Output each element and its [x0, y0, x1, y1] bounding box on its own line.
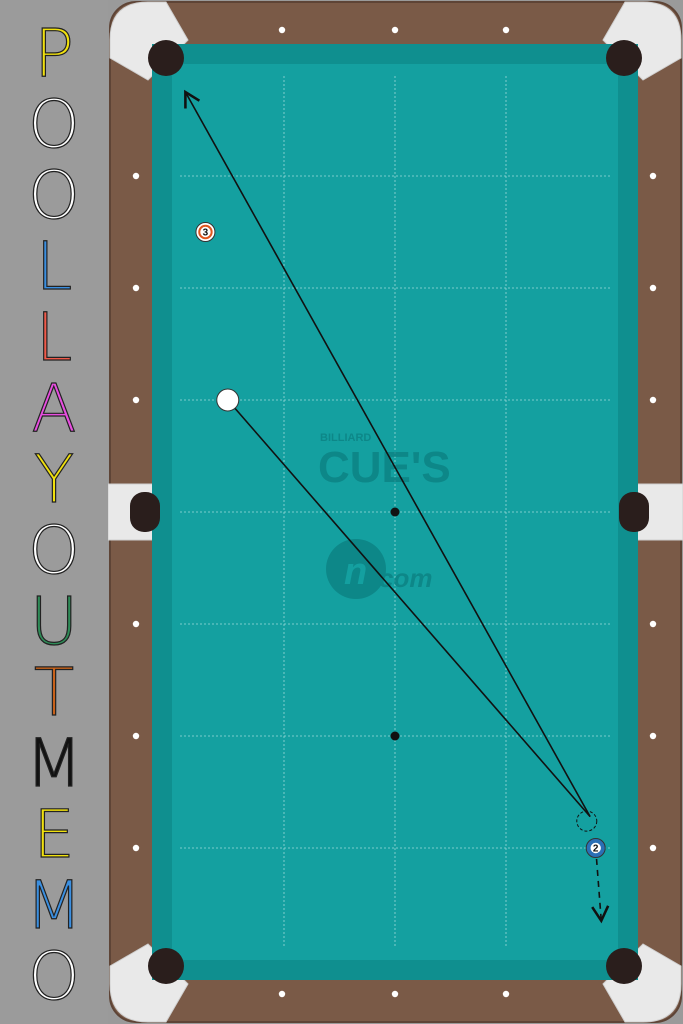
- pocket-top-right: [606, 40, 642, 76]
- table-canvas[interactable]: BILLIARD CUE'S n com 32: [108, 0, 683, 1024]
- object-ball-path: [591, 847, 610, 924]
- ghost-ball: [576, 810, 598, 832]
- watermark-small-text: BILLIARD: [320, 432, 371, 444]
- cue-ball[interactable]: [216, 388, 240, 412]
- title-letter: O: [27, 938, 80, 1015]
- ball-2-number-disc: [590, 842, 601, 854]
- title-letter: U: [29, 583, 79, 660]
- cue-path: [227, 399, 591, 818]
- pocket-side-left: [130, 492, 160, 532]
- title-letter: O: [27, 512, 80, 589]
- title-letter: M: [25, 725, 83, 802]
- watermark-brand-text: CUE'S: [318, 443, 451, 492]
- watermark-sub-text: com: [379, 563, 432, 593]
- pocket-bottom-right: [606, 948, 642, 984]
- center-spot: [390, 507, 400, 517]
- foot-spot: [390, 731, 400, 741]
- pocket-side-right: [619, 492, 649, 532]
- title-letter: L: [35, 299, 73, 376]
- watermark: BILLIARD CUE'S n com: [318, 432, 451, 599]
- title-letter: T: [33, 654, 75, 731]
- title-letter: M: [25, 867, 83, 944]
- ball-2-label: 2: [593, 844, 599, 855]
- pocket-top-left: [148, 40, 184, 76]
- pocket-bottom-left: [148, 948, 184, 984]
- rebound-path: [184, 89, 591, 818]
- title-letter: O: [27, 157, 80, 234]
- ball-3-label: 3: [203, 228, 209, 239]
- shot-layer: 32: [184, 89, 610, 924]
- title-letter: Y: [33, 441, 75, 518]
- title-letter: O: [27, 86, 80, 163]
- svg-text:n: n: [344, 551, 367, 593]
- ball-3-number-disc: [200, 226, 211, 238]
- title-letter: A: [31, 370, 77, 447]
- diamonds: [132, 26, 657, 998]
- title-letter: P: [33, 15, 74, 92]
- title-letter: E: [33, 796, 76, 873]
- pockets: [130, 40, 649, 984]
- title-letter: L: [35, 228, 73, 305]
